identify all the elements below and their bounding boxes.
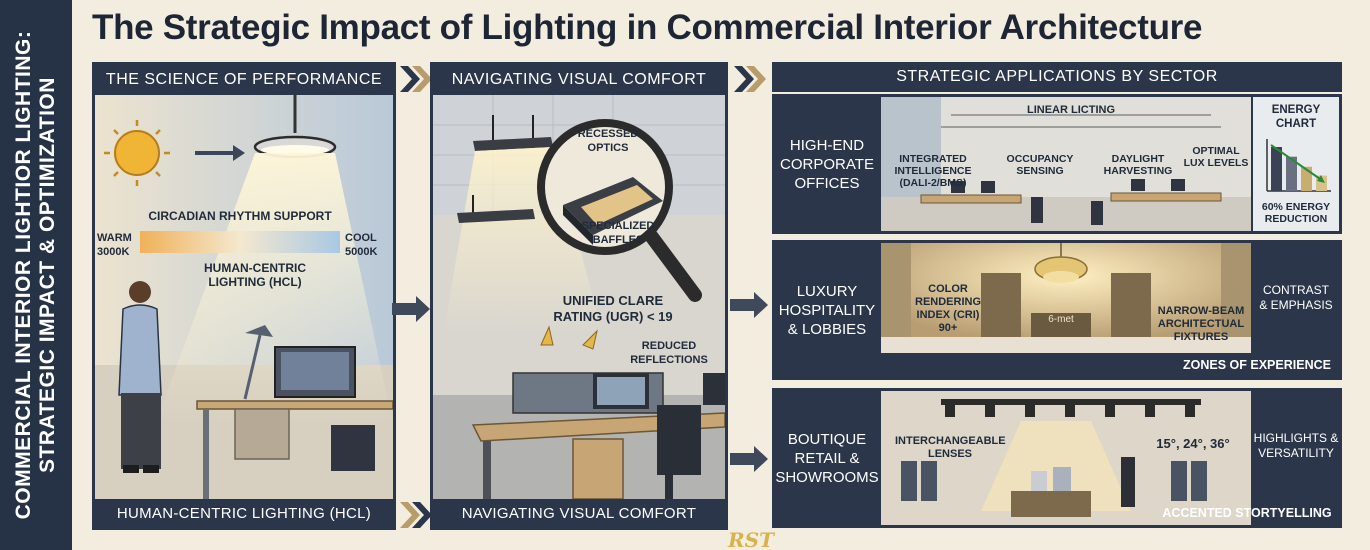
specialized-baffles-label: SPECIALIZED BAFFLES <box>581 220 655 246</box>
energy-chart-box: ENERGY CHART 60% ENERGY REDUCTION <box>1253 97 1339 231</box>
retail-label: BOUTIQUE RETAIL & SHOWROOMS <box>775 430 879 486</box>
page-title: The Strategic Impact of Lighting in Comm… <box>92 8 1203 47</box>
panel2-header: NAVIGATING VISUAL COMFORT <box>433 65 725 95</box>
hospitality-illustration <box>881 243 1251 353</box>
panel1-scene: CIRCADIAN RHYTHM SUPPORT WARM 3000K COOL… <box>95 95 393 499</box>
chevrons-2-icon <box>734 66 766 92</box>
panel-science-of-performance: THE SCIENCE OF PERFORMANCE <box>92 62 396 530</box>
warm-label: WARM 3000K <box>97 232 132 258</box>
flow-arrow-3-icon <box>730 446 768 472</box>
panel-visual-comfort: NAVIGATING VISUAL COMFORT <box>430 62 728 530</box>
energy-reduction-label: 60% ENERGY REDUCTION <box>1261 201 1331 225</box>
cct-gradient-bar <box>140 231 340 253</box>
chevrons-1-icon <box>400 66 432 92</box>
flow-arrow-2-icon <box>730 292 768 318</box>
zones-of-experience-footer: ZONES OF EXPERIENCE <box>1183 357 1331 372</box>
arrow-icon <box>195 145 245 161</box>
glare-icon <box>540 325 598 350</box>
highlights-versatility-label: HIGHLIGHTS & VERSATILITY <box>1253 431 1339 460</box>
panel1-illustration <box>95 95 393 499</box>
lobby-sign: 6-met <box>1048 314 1074 325</box>
panel2-scene: RECESSED OPTICS SPECIALIZED BAFFLES UNIF… <box>433 95 725 499</box>
energy-bar-chart <box>1266 139 1331 192</box>
beam-angles-label: 15°, 24°, 36° <box>1156 436 1230 451</box>
chandelier-icon <box>1034 243 1088 283</box>
contrast-emphasis-label: CONTRAST & EMPHASIS <box>1259 283 1333 312</box>
watermark: RST <box>728 528 774 550</box>
energy-bar <box>1316 175 1327 191</box>
energy-bar <box>1301 166 1312 191</box>
side-title-bar: COMMERCIAL INTERIOR LIGHTIOR LIGHTING: S… <box>0 0 72 550</box>
circadian-label: CIRCADIAN RHYTHM SUPPORT <box>148 209 332 223</box>
integrated-intelligence-label: INTEGRATED INTELLIGENCE (DALI-2/BMS) <box>894 153 972 189</box>
person-illustration <box>118 281 162 473</box>
corporate-scene: LINEAR LICTING INTEGRATED INTELLIGENCE (… <box>881 97 1251 231</box>
magnifier-icon <box>537 119 702 302</box>
interchangeable-lenses-label: INTERCHANGEABLE LENSES <box>895 435 1006 460</box>
hospitality-scene: COLOR RENDERING INDEX (CRI) 90+ 6-met NA… <box>881 243 1251 353</box>
energy-bar <box>1286 156 1297 191</box>
sector-hospitality-row: LUXURY HOSPITALITY & LOBBIES <box>772 240 1342 380</box>
retail-illustration <box>881 391 1251 525</box>
daylight-harvesting-label: DAYLIGHT HARVESTING <box>1103 153 1173 177</box>
panel1-footer: HUMAN-CENTRIC LIGHTING (HCL) <box>95 499 393 527</box>
track-rail-icon <box>941 399 1201 405</box>
retail-scene: INTERCHANGEABLE LENSES 15°, 24°, 36° <box>881 391 1251 525</box>
sector-retail-row: BOUTIQUE RETAIL & SHOWROOMS <box>772 388 1342 528</box>
occupancy-sensing-label: OCCUPANCY SENSING <box>1006 153 1074 177</box>
panel2-footer: NAVIGATING VISUAL COMFORT <box>433 499 725 527</box>
reduced-reflections-label: REDUCED REFLECTIONS <box>630 340 708 366</box>
recessed-optics-label: RECESSED OPTICS <box>577 128 639 154</box>
corporate-label: HIGH-END CORPORATE OFFICES <box>780 136 874 192</box>
cool-label: COOL 5000K <box>345 232 378 258</box>
hcl-label: HUMAN-CENTRIC LIGHTING (HCL) <box>204 261 306 289</box>
chevrons-1b-icon <box>400 502 432 528</box>
hospitality-label: LUXURY HOSPITALITY & LOBBIES <box>778 282 876 338</box>
energy-bar <box>1271 147 1282 191</box>
accented-storytelling-footer: ACCENTED STORTYELLING <box>1162 505 1332 520</box>
ugr-label: UNIFIED CLARE RATING (UGR) < 19 <box>553 293 673 324</box>
sun-icon <box>104 120 170 186</box>
cri-label: COLOR RENDERING INDEX (CRI) 90+ <box>915 283 982 334</box>
panel1-header: THE SCIENCE OF PERFORMANCE <box>95 65 393 95</box>
energy-chart-title: ENERGY CHART <box>1271 104 1321 130</box>
desk-illustration <box>196 325 393 499</box>
sector-corporate-row: HIGH-END CORPORATE OFFICES LINEAR LICTIN… <box>772 94 1342 234</box>
workstation-illustration <box>471 372 725 499</box>
flow-arrow-1-icon <box>392 296 430 322</box>
track-light-icon <box>945 405 1195 417</box>
corporate-illustration <box>881 97 1251 231</box>
side-title: COMMERCIAL INTERIOR LIGHTIOR LIGHTING: S… <box>12 30 59 520</box>
linear-lighting-label: LINEAR LICTING <box>1027 104 1115 116</box>
optimal-lux-label: OPTIMAL LUX LEVELS <box>1183 145 1249 169</box>
panel3-header: STRATEGIC APPLICATIONS BY SECTOR <box>772 62 1342 92</box>
narrow-beam-label: NARROW-BEAM ARCHITECTUAL FIXTURES <box>1157 305 1245 343</box>
panel2-illustration <box>433 95 725 499</box>
